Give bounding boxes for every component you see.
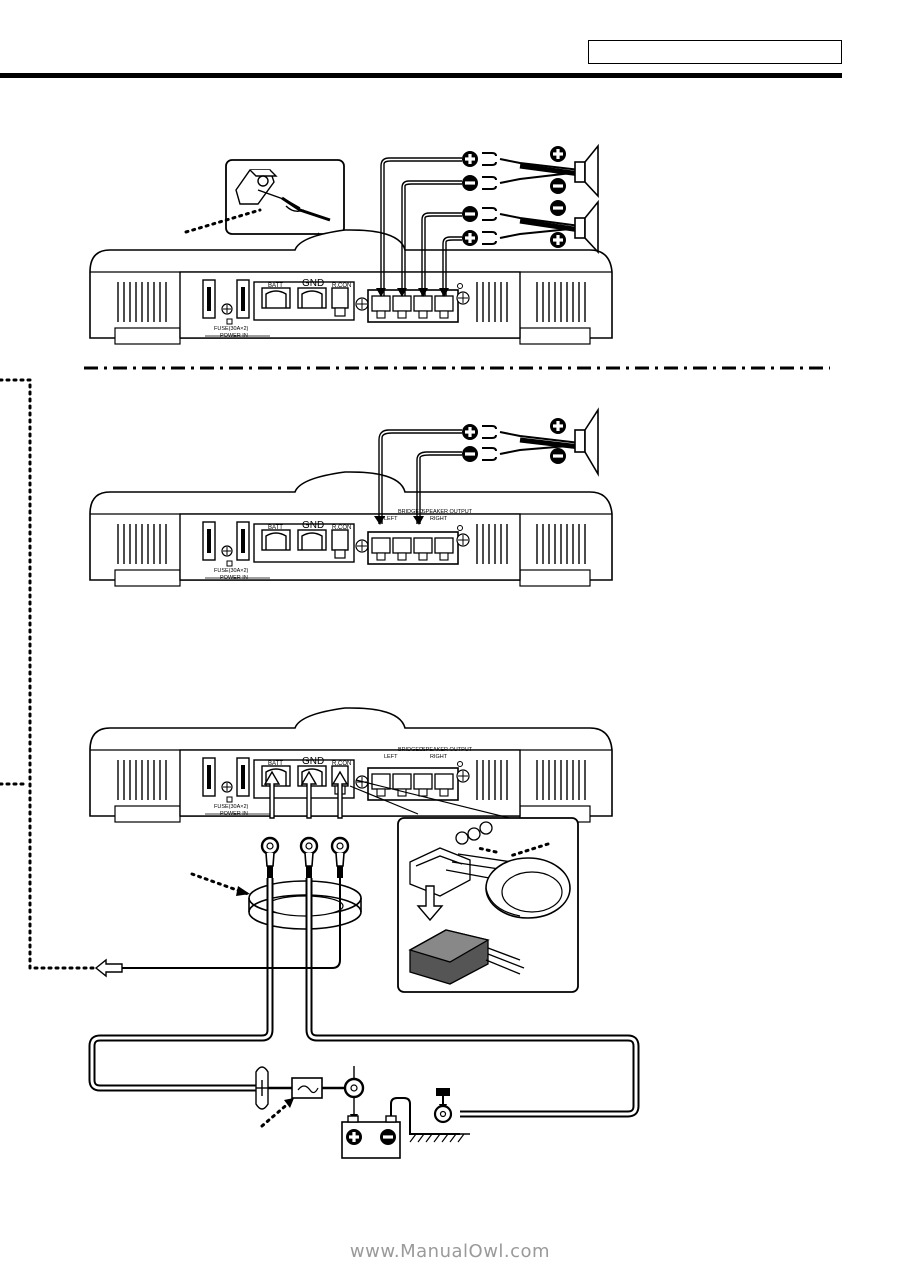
fuse-label-top: FUSE(30A×2) [214, 326, 249, 332]
rcon-label-top: R.CON [332, 283, 351, 289]
bridged-label-bottom: BRIDGED [398, 747, 423, 753]
speaker-output-label-bottom: SPEAKER OUTPUT [422, 747, 473, 753]
watermark-text: www.ManualOwl.com [349, 1241, 551, 1262]
speaker-output-label-mid: SPEAKER OUTPUT [422, 509, 473, 515]
fuse-label-mid: FUSE(30A×2) [214, 568, 249, 574]
rcon-label-bottom: R.CON [332, 761, 351, 767]
gnd-label-mid: GND [302, 520, 324, 531]
right-label-mid: RIGHT [430, 516, 448, 522]
section-four-channel [89, 143, 613, 345]
section-bridged [89, 407, 613, 587]
batt-label-bottom: BATT [268, 761, 283, 767]
speaker-icon [574, 407, 599, 477]
dotted-bracket [0, 378, 98, 970]
section-power [88, 707, 640, 1159]
batt-label-mid: BATT [268, 525, 283, 531]
header-rule [0, 73, 842, 78]
speaker-icon [574, 143, 599, 255]
power-in-label-mid: POWER IN [220, 575, 248, 581]
gnd-label-bottom: GND [302, 756, 324, 767]
bolt-icon [436, 1088, 450, 1096]
header-label-box [588, 40, 842, 64]
batt-label-top: BATT [268, 283, 283, 289]
power-in-label-top: POWER IN [220, 333, 248, 339]
bridged-label-mid: BRIDGED [398, 509, 423, 515]
fuse-label-bottom: FUSE(30A×2) [214, 804, 249, 810]
rcon-label-mid: R.CON [332, 525, 351, 531]
left-label-bottom: LEFT [384, 754, 398, 760]
gnd-label-top: GND [302, 278, 324, 289]
left-label-mid: LEFT [384, 516, 398, 522]
power-in-label-bottom: POWER IN [220, 811, 248, 817]
right-label-bottom: RIGHT [430, 754, 448, 760]
